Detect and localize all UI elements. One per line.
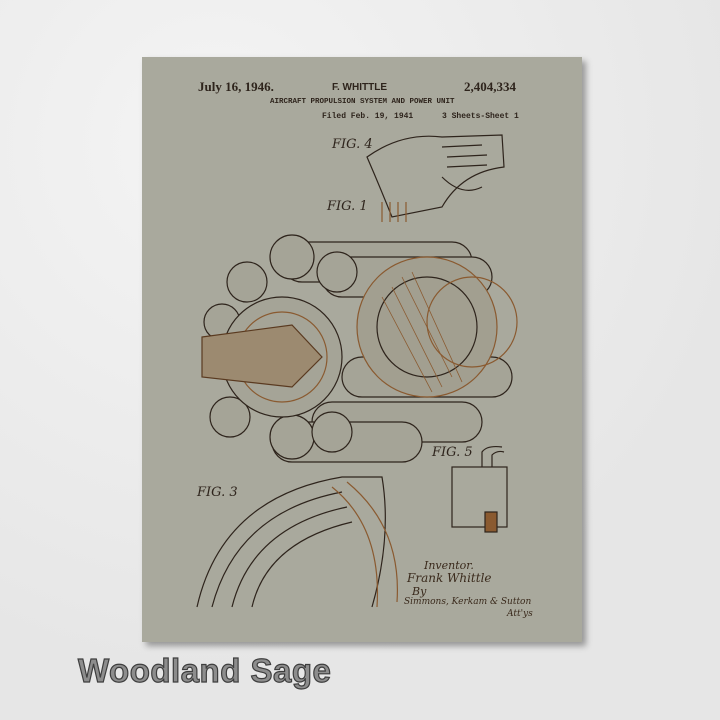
patent-title: AIRCRAFT PROPULSION SYSTEM AND POWER UNI… bbox=[270, 98, 455, 106]
patent-date: July 16, 1946. bbox=[198, 79, 274, 94]
signature-inventor-label: Inventor. bbox=[424, 559, 474, 572]
fig-1-label: FIG. 1 bbox=[327, 199, 368, 214]
product-color-caption: Woodland Sage bbox=[77, 651, 332, 689]
patent-number: 2,404,334 bbox=[464, 79, 516, 94]
fig-5-label: FIG. 5 bbox=[432, 445, 473, 460]
engine-drawing bbox=[196, 134, 518, 608]
signature-attorneys: Simmons, Kerkam & Sutton bbox=[404, 597, 532, 607]
patent-sheets: 3 Sheets-Sheet 1 bbox=[442, 112, 519, 121]
patent-filed: Filed Feb. 19, 1941 bbox=[322, 112, 414, 121]
patent-print: July 16, 1946. F. WHITTLE 2,404,334 AIRC… bbox=[142, 57, 582, 642]
signature-name: Frank Whittle bbox=[407, 571, 492, 585]
patent-inventor: F. WHITTLE bbox=[332, 82, 387, 93]
signature-atty: Att'ys bbox=[507, 609, 533, 619]
signature-by: By bbox=[412, 585, 427, 598]
fig-3-label: FIG. 3 bbox=[197, 485, 238, 500]
fig-4-label: FIG. 4 bbox=[332, 137, 373, 152]
